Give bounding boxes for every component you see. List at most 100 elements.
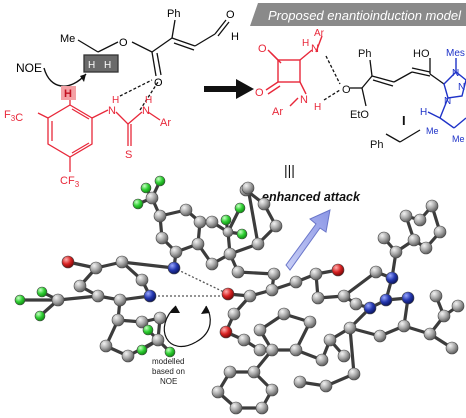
attack-direction-arrow xyxy=(285,209,331,271)
label-phenyl: Ph xyxy=(167,8,180,20)
oxygen-atom xyxy=(61,255,75,269)
label-triazole-me1: Me xyxy=(426,126,439,136)
carbon-atom xyxy=(293,375,307,389)
carbon-atom xyxy=(115,255,129,269)
carbon-atom xyxy=(289,275,303,289)
red-fragment-labels: H F3C CF3 N H N H S Ar xyxy=(4,88,171,189)
carbon-atom xyxy=(253,343,267,357)
carbon-atom xyxy=(237,333,251,347)
model-bond xyxy=(342,270,378,298)
carbon-atom xyxy=(445,341,459,355)
label-mesityl: Mes xyxy=(446,48,465,59)
intermediate-label: I xyxy=(402,113,406,128)
oxygen-atom xyxy=(331,263,345,277)
carbon-atom xyxy=(241,181,255,195)
carbon-atom xyxy=(303,315,317,329)
model-hydrogen-bond xyxy=(173,267,229,295)
carbon-atom xyxy=(223,247,237,261)
label-thiourea-ar: Ar xyxy=(160,117,171,129)
carbon-atom xyxy=(407,233,421,247)
benzyl-fragment: Ph xyxy=(370,129,421,151)
carbon-atom xyxy=(369,265,383,279)
label-methyl: Me xyxy=(60,33,75,45)
label-sq-n-top: N xyxy=(311,43,319,55)
carbon-atom xyxy=(423,327,437,341)
carbon-atom xyxy=(451,299,465,313)
carbon-atom xyxy=(223,365,237,379)
label-sq-h-bottom: H xyxy=(314,102,321,113)
label-cf3-left: F3C xyxy=(4,109,23,124)
carbon-atom xyxy=(151,333,165,347)
carbon-atom xyxy=(319,379,333,393)
enolate-fragment xyxy=(323,55,445,107)
label-enolate-ethoxy: EtO xyxy=(350,109,369,121)
carbon-atom xyxy=(347,367,361,381)
carbon-atom xyxy=(191,237,205,251)
carbon-atom xyxy=(267,267,281,281)
oxygen-atom xyxy=(221,287,235,301)
highlight-aryl-h xyxy=(61,86,76,100)
carbon-atom xyxy=(419,241,433,255)
carbon-atom xyxy=(429,289,443,303)
carbon-atom xyxy=(309,267,323,281)
carbon-atom xyxy=(265,283,279,297)
fluorine-atom xyxy=(14,294,26,306)
carbon-atom xyxy=(121,349,135,363)
label-aldehyde-oxygen: O xyxy=(226,9,235,21)
label-h-right: H xyxy=(145,95,152,106)
box-h-right: H xyxy=(104,60,111,71)
label-enolate-phenyl: Ph xyxy=(358,48,371,60)
triazolium-fragment xyxy=(427,58,466,129)
carbon-atom xyxy=(323,333,337,347)
label-triazole-h: H xyxy=(420,107,427,118)
carbon-atom xyxy=(153,311,167,325)
nitrogen-atom xyxy=(143,289,157,303)
fluorine-atom xyxy=(154,175,166,187)
carbon-atom xyxy=(373,329,387,343)
carbon-atom xyxy=(193,215,207,229)
carbon-atom xyxy=(243,289,257,303)
carbon-atom xyxy=(337,349,351,363)
model-bond xyxy=(348,326,356,376)
label-enolate-oxygen: O xyxy=(342,84,351,96)
annotation-line-3: NOE xyxy=(160,377,177,386)
carbon-atom xyxy=(205,257,219,271)
nitrogen-atom xyxy=(385,271,399,285)
bis-cf3-aryl-thiourea xyxy=(37,96,161,172)
label-triazole-n3: N xyxy=(444,96,451,107)
carbon-atom xyxy=(265,383,279,397)
carbon-atom xyxy=(377,231,391,245)
carbon-atom xyxy=(91,289,105,303)
label-enolate-hydroxyl: HO xyxy=(413,48,430,60)
label-nh-right: N xyxy=(142,105,150,117)
squaramide-labels: O O N H Ar N H Ar xyxy=(255,28,325,118)
carbon-atom xyxy=(399,209,413,223)
carbon-atom xyxy=(289,343,303,357)
label-sulfur: S xyxy=(125,149,132,161)
model-bonds xyxy=(18,179,460,410)
label-triazole-me2: Me xyxy=(452,134,465,144)
oxygen-atom xyxy=(219,325,233,339)
label-ester-oxygen: O xyxy=(119,37,128,49)
header-banner: Proposed enantioinduction model xyxy=(250,3,466,26)
model-atoms xyxy=(14,175,465,415)
triazolium-labels: Mes N N N H Me Me xyxy=(420,48,465,144)
carbon-atom xyxy=(397,319,411,333)
carbon-atom xyxy=(253,323,267,337)
label-triazole-n2: N xyxy=(458,82,465,93)
carbon-atom xyxy=(205,215,219,229)
model-bond xyxy=(56,294,100,302)
box-h-left: H xyxy=(88,60,95,71)
carbon-atom xyxy=(73,279,87,293)
thiourea-substrate-structure xyxy=(43,19,230,111)
label-benzyl-ph: Ph xyxy=(370,139,383,151)
nitrogen-atom xyxy=(379,293,393,307)
model-bond xyxy=(246,186,260,246)
carbon-atom xyxy=(349,297,363,311)
carbon-atom xyxy=(315,353,329,367)
carbon-atom xyxy=(153,209,167,223)
enolate-labels: O Ph HO EtO xyxy=(342,48,430,121)
noe-model-annotation: modelled based on NOE xyxy=(152,305,211,386)
carbon-atom xyxy=(135,273,149,287)
